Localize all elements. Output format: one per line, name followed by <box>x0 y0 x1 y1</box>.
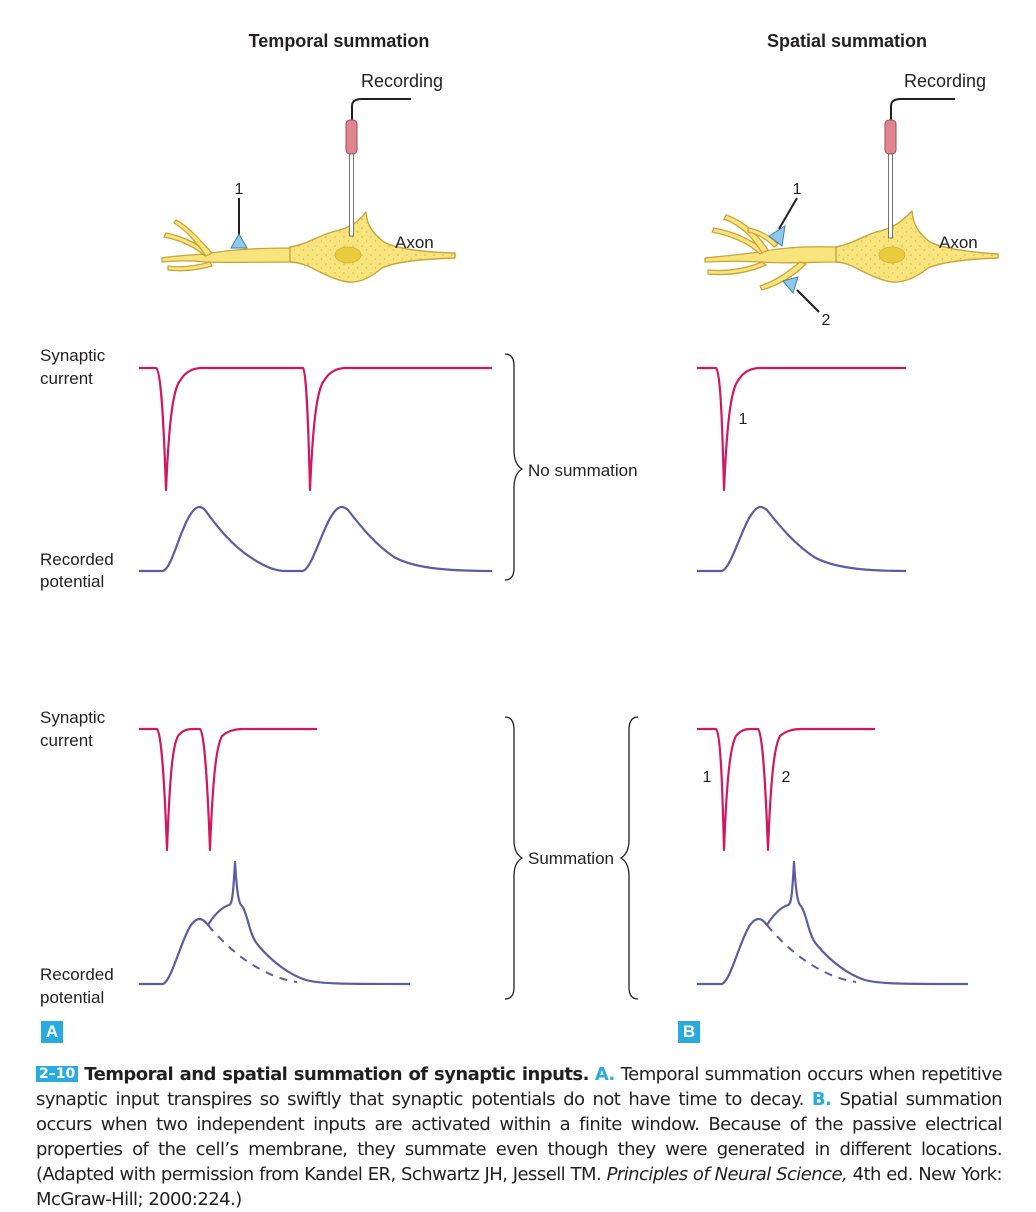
trace-label-1: 1 <box>739 411 748 428</box>
trace-label-1: 1 <box>703 769 712 786</box>
bracket-summation-left <box>504 716 524 1000</box>
synaptic-current-trace <box>697 727 875 852</box>
recording-label: Recording <box>361 71 443 91</box>
caption-part-b-text: Spatial summation occurs when two indepe… <box>36 1089 1003 1185</box>
recording-electrode <box>345 98 411 237</box>
recorded-potential-trace <box>697 860 969 986</box>
heading-temporal-summation: Temporal summation <box>249 31 430 51</box>
decay-projection <box>207 924 298 983</box>
synaptic-current-trace <box>139 366 492 492</box>
neuron-spatial: 1 2 Recording Axon <box>704 71 999 329</box>
panel-label-a: A <box>41 1021 63 1043</box>
caption-part-b-label: B. <box>811 1089 832 1110</box>
input-label-1: 1 <box>235 181 244 198</box>
synaptic-current-trace <box>139 727 317 852</box>
recorded-potential-trace <box>139 505 493 573</box>
recorded-potential-trace <box>697 505 907 573</box>
caption-title: Temporal and spatial summation of synapt… <box>84 1064 589 1085</box>
dendrites <box>704 214 839 291</box>
recording-label: Recording <box>904 71 986 91</box>
neuron-temporal: 1 Recording Axon <box>161 71 456 283</box>
bracket-summation-right <box>619 716 639 1000</box>
caption-part-a-label: A. <box>594 1064 616 1085</box>
figure-caption: 2–10 Temporal and spatial summation of sy… <box>36 1062 1003 1212</box>
summation-label: Summation <box>528 849 614 868</box>
dendrites <box>161 219 293 272</box>
axon-label: Axon <box>939 233 978 252</box>
synaptic-current-label: Synaptic current <box>40 708 110 750</box>
heading-spatial-summation: Spatial summation <box>767 31 927 51</box>
recording-electrode <box>884 98 955 239</box>
synapse-terminal-1 <box>230 198 248 249</box>
recorded-potential-label: Recorded potential <box>40 550 118 591</box>
bracket-no-summation <box>504 353 524 581</box>
nucleus <box>878 246 906 264</box>
nucleus <box>334 246 362 264</box>
figure-number: 2–10 <box>36 1066 79 1082</box>
decay-projection <box>766 924 857 983</box>
recorded-potential-trace <box>139 860 411 986</box>
panel-label-b: B <box>678 1021 700 1043</box>
recorded-potential-label: Recorded potential <box>40 965 118 1007</box>
axon-label: Axon <box>395 233 434 252</box>
caption-part-a-text: Temporal summation occurs when repetitiv… <box>36 1064 1003 1110</box>
input-label-2: 2 <box>822 312 831 329</box>
synapse-terminal-2 <box>782 276 820 313</box>
caption-citation-title: Principles of Neural Science, <box>606 1164 848 1185</box>
synapse-terminal-1 <box>768 197 798 247</box>
input-label-1: 1 <box>793 181 802 198</box>
trace-label-2: 2 <box>782 769 791 786</box>
synaptic-current-label: Synaptic current <box>40 346 110 388</box>
no-summation-label: No summation <box>528 461 638 480</box>
synaptic-current-trace <box>697 366 906 492</box>
